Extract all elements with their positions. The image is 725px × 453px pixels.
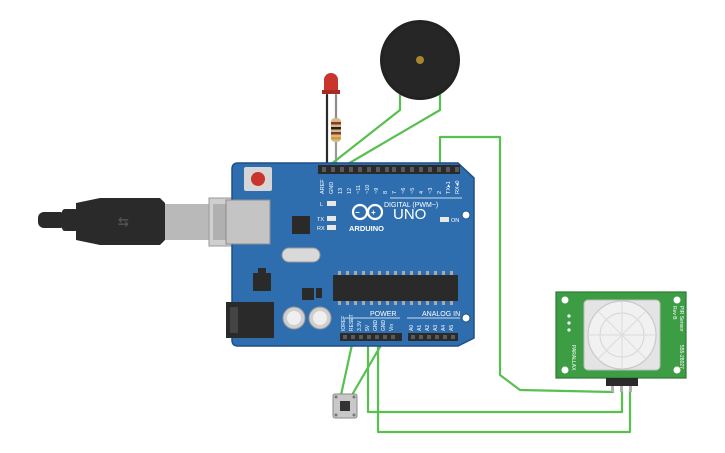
top-pin-labels: AREF GND 13 12 ~11 ~10 ~9 8 7 ~6 ~5 4 ~3… [320,179,461,194]
pin-label: ~5 [410,188,416,194]
buzzer-signal-wire [344,88,442,167]
pin-label: ~9 [374,188,380,194]
pin-label: RX◂0 [455,181,461,194]
button-wire-2 [350,338,386,397]
status-leds: L TX RX [317,201,336,232]
pin-label: TX▸1 [446,181,452,194]
pin-label: Vin [389,324,395,331]
arduino-brand-text: ARDUINO [349,224,384,233]
pir-vcc-wire [366,338,624,414]
pin-label: 12 [347,188,353,194]
usb-chip [292,216,310,234]
pir-sensor: PIR Sensor Rev B 555-28027 PARALLAX [555,291,687,392]
pin-label: ~11 [356,185,362,194]
pin-label: ~3 [428,188,434,194]
svg-text:+: + [371,208,376,217]
pir-gnd-wire [376,338,632,434]
analog-label: ANALOG IN [422,311,460,318]
pin-label: A5 [449,325,455,331]
pin-label: ~10 [365,185,371,194]
pin-label: 3.3V [357,320,363,331]
usb-cable-strain-relief [38,212,66,228]
usb-plug-body [76,198,165,245]
tx-label: TX [317,217,324,223]
pin-label: GND [373,320,379,332]
on-led [440,217,449,222]
capacitors [282,306,332,330]
regulator [253,273,271,291]
pir-jumper [567,314,571,332]
pin-label: A2 [425,325,431,331]
arduino-logo: − + UNO ARDUINO [349,203,426,233]
usb-plug-metal [165,204,209,240]
resistor [331,118,341,142]
pin-label: 5V [365,324,371,331]
reset-button [244,167,272,191]
pin-label: 7 [392,191,398,194]
usb-symbol-icon: ⇆ [118,211,129,232]
bottom-pin-labels: IOREF RESET 3.3V 5V GND GND Vin A0 A1 A2… [341,314,455,331]
pin-label: 4 [419,191,425,194]
analog-header [408,333,458,341]
pir-text-1: PIR Sensor [678,306,684,332]
pin-label: ~6 [401,188,407,194]
pin-label: A3 [433,325,439,331]
pin-label: GND [381,320,387,332]
pir-text-4: PARALLAX [570,345,576,371]
push-button [332,393,358,419]
digital-header-1 [318,165,390,174]
pin-label: 2 [437,191,443,194]
pin-label: A4 [441,325,447,331]
pin-label: RESET [349,314,355,331]
button-wire-1 [339,338,355,397]
crystal [281,247,321,263]
pin-label: A1 [417,325,423,331]
pin-label: A0 [409,325,415,331]
digital-label: DIGITAL (PWM~) [384,202,438,209]
pin-label: IOREF [341,316,347,331]
pin-label: AREF [320,179,326,194]
uno-logo-text: UNO [393,206,426,223]
atmega-chip [333,275,458,301]
pin-label: 13 [338,188,344,194]
svg-text:−: − [355,208,360,217]
piezo-buzzer [380,20,460,100]
pir-text-3: 555-28027 [678,345,684,369]
rx-label: RX [317,226,325,232]
pir-text-2: Rev B [671,306,677,320]
digital-header-2 [388,165,460,174]
usb-jack [225,199,271,245]
pir-header [606,378,638,386]
buzzer-gnd-wire [328,86,402,167]
power-label: POWER [370,311,396,318]
pin-label: 8 [383,191,389,194]
pin-label: GND [329,182,335,194]
on-label: ON [451,218,459,224]
red-led [322,73,340,94]
arduino-uno-board: AREF GND 13 12 ~11 ~10 ~9 8 7 ~6 ~5 4 ~3… [225,162,475,347]
l-label: L [320,202,323,208]
